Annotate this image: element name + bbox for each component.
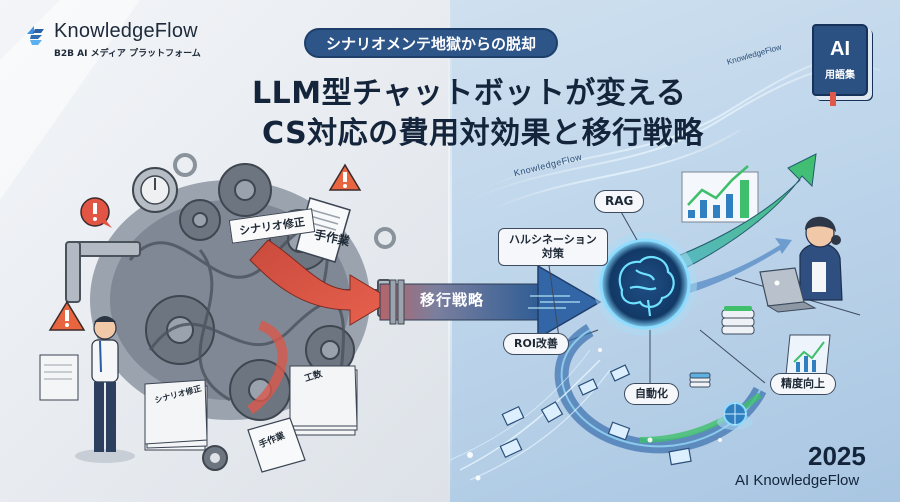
footer-brand: AI KnowledgeFlow [735,472,860,489]
stressed-person-icon [75,316,135,463]
small-chart-icon [785,334,831,376]
tag-rag: RAG [594,190,645,213]
tag-hallucination-line1: ハルシネーション [509,233,597,246]
bookmark-ribbon-icon [830,92,836,106]
globe-icon [717,402,753,430]
book-subtitle: 用語集 [825,70,855,81]
brand-tagline: B2B AI メディア プラットフォーム [54,49,201,59]
page-title-line1: LLM型チャットボットが変える [252,76,687,111]
migration-arrow-icon [379,264,602,340]
automation-flow-ring [449,324,767,481]
tag-hallucination-line2: 対策 [541,246,564,260]
database-icon [689,372,711,388]
red-curved-arrow-icon [249,239,393,326]
tag-roi: ROI改善 [503,333,569,355]
tag-accuracy: 精度向上 [770,373,836,395]
database-icon [721,306,755,335]
migration-strategy-label: 移行戦略 [420,291,485,309]
headline-pill: シナリオメンテ地獄からの脱却 [304,28,559,58]
growth-chart-icon [681,165,759,223]
paper-stack-icon [144,365,358,473]
brand-name: KnowledgeFlow [54,20,198,42]
tag-hallucination: ハルシネーション 対策 [498,228,608,266]
tag-automation: 自動化 [624,383,679,405]
book-title: AI [830,38,850,60]
operator-laptop-icon [734,216,861,316]
sparkle-dots [467,348,722,481]
envelope-icon [499,364,692,466]
warning-triangle-icon [328,163,362,191]
warning-bubble-icon [80,197,112,228]
page-title-line2: CS対応の費用対効果と移行戦略 [262,116,704,151]
warning-triangle-icon [48,300,86,331]
brand-logo[interactable]: KnowledgeFlow B2B AI メディア プラットフォーム [22,20,201,59]
ai-glossary-book-icon: AI 用語集 [812,24,868,106]
split-divider [448,0,452,502]
document-icon [39,354,79,401]
brain-icon [593,232,697,336]
knowledgeflow-logo-icon [27,26,44,45]
light-rays [0,0,140,200]
year-label: 2025 [808,441,866,471]
